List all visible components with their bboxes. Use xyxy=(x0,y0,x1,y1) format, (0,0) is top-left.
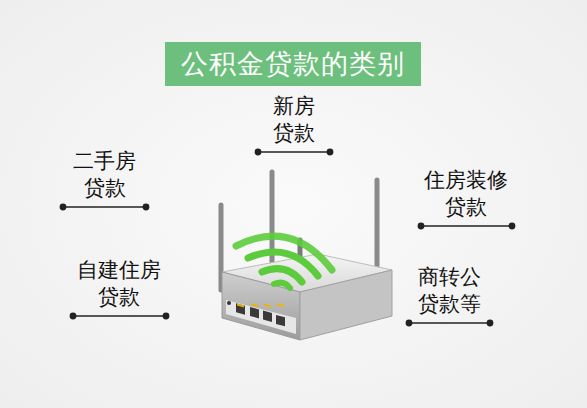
loan-type-label: 住房装修 贷款 xyxy=(424,167,508,221)
loan-type-label: 新房 贷款 xyxy=(273,93,315,147)
loan-type-label: 商转公 贷款等 xyxy=(418,264,481,318)
loan-type-label: 自建住房 贷款 xyxy=(77,257,161,311)
wifi-signal xyxy=(236,236,332,288)
title-band: 公积金贷款的类别 xyxy=(165,42,421,86)
loan-type-label: 二手房 贷款 xyxy=(73,148,136,202)
